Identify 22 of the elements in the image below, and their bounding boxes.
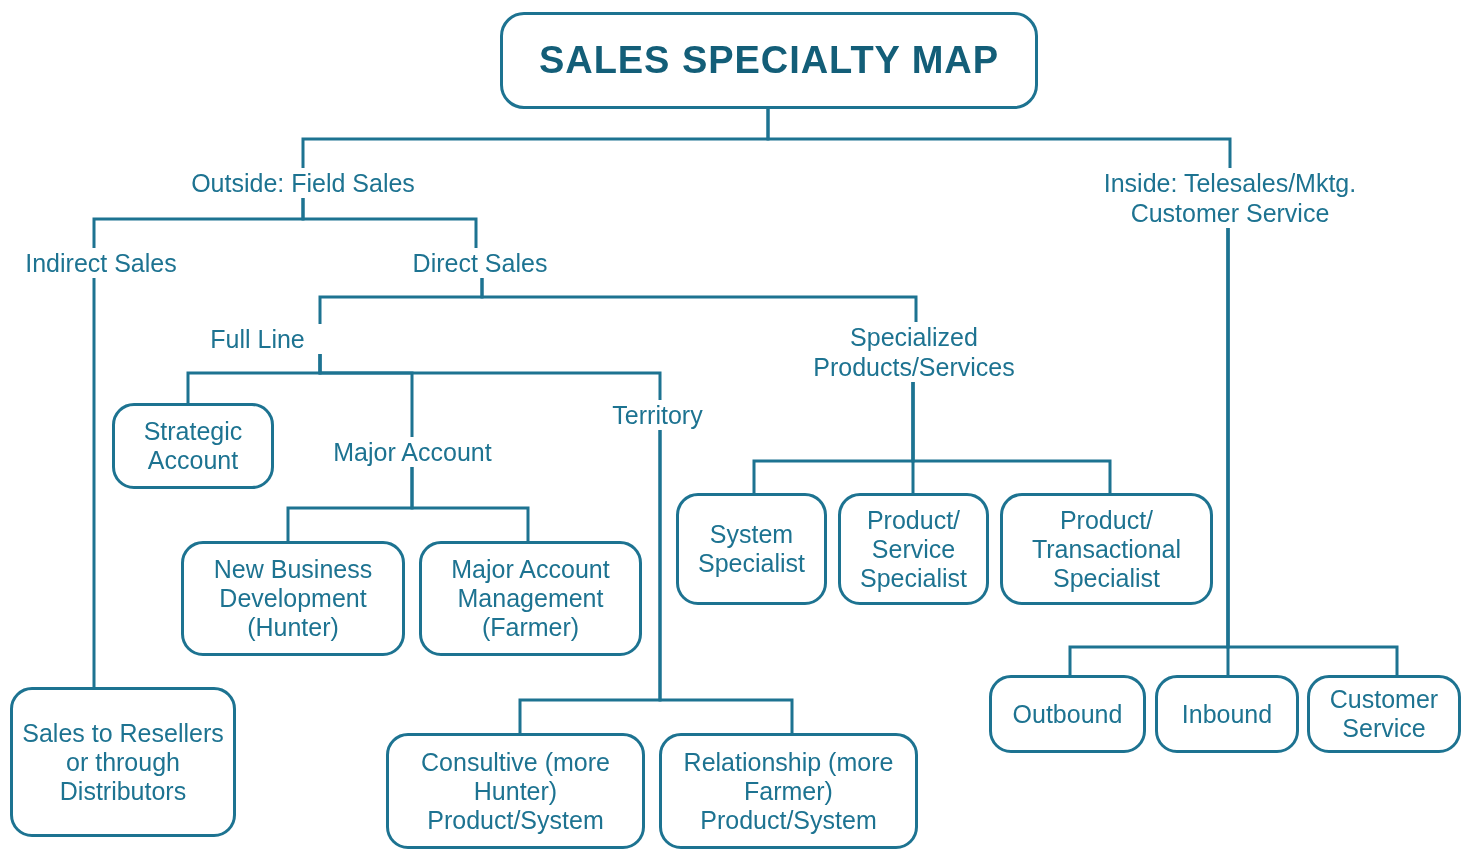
connector-line xyxy=(480,278,918,322)
role-box: Inbound xyxy=(1155,675,1299,753)
connector-line xyxy=(410,467,530,541)
connector-line xyxy=(318,354,662,400)
role-box: Product/ Service Specialist xyxy=(838,493,989,605)
role-box: Consultive (more Hunter) Product/System xyxy=(386,733,645,849)
role-box: System Specialist xyxy=(676,493,827,605)
role-box: Outbound xyxy=(989,675,1146,753)
connector-line xyxy=(658,430,794,733)
connector-line xyxy=(301,198,478,248)
role-box: Customer Service xyxy=(1307,675,1461,753)
role-box: Relationship (more Farmer) Product/System xyxy=(659,733,918,849)
title-box: SALES SPECIALTY MAP xyxy=(500,12,1038,109)
connector-line xyxy=(911,382,1112,493)
role-box: Sales to Resellers or through Distributors xyxy=(10,687,236,837)
role-box: New Business Development (Hunter) xyxy=(181,541,405,656)
connector-line xyxy=(92,278,96,687)
connector-line xyxy=(1226,228,1399,675)
role-box: Product/ Transactional Specialist xyxy=(1000,493,1213,605)
connector-line xyxy=(766,109,1232,168)
role-box: Major Account Management (Farmer) xyxy=(419,541,642,656)
role-box: Strategic Account xyxy=(112,403,274,489)
